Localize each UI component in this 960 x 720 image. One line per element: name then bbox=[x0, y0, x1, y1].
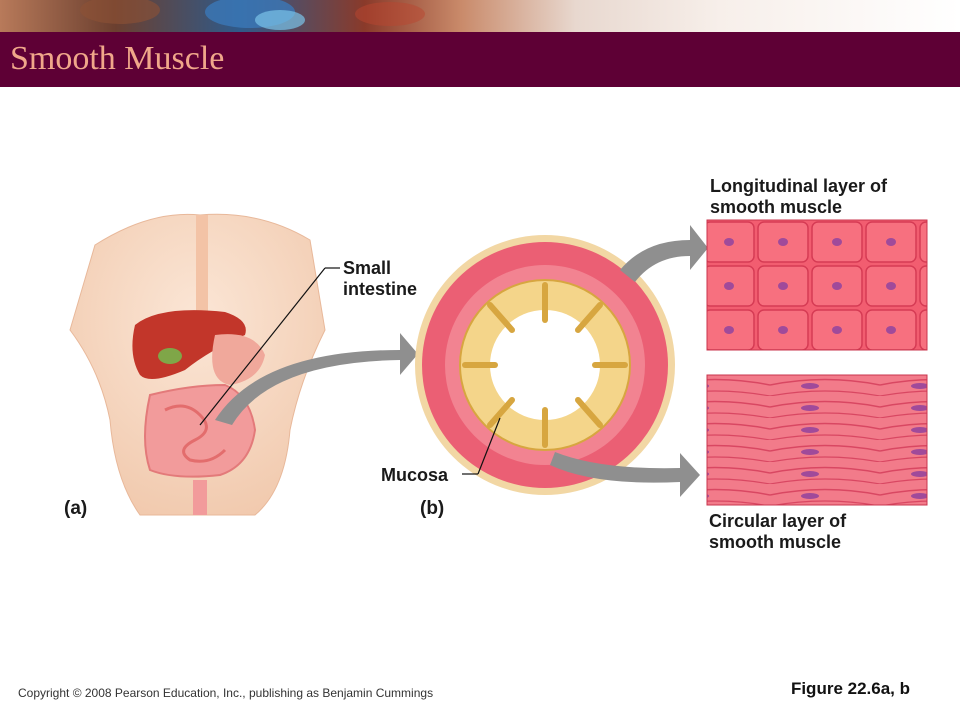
label-circular-layer: Circular layer of smooth muscle bbox=[709, 511, 847, 552]
label-mucosa: Mucosa bbox=[381, 465, 449, 485]
label-panel-b: (b) bbox=[420, 498, 445, 519]
figure-reference: Figure 22.6a, b bbox=[790, 679, 910, 698]
title-bar bbox=[0, 32, 960, 87]
copyright-notice: Copyright © 2008 Pearson Education, Inc.… bbox=[18, 686, 434, 700]
circular-muscle-tissue bbox=[706, 374, 928, 506]
slide-title: Smooth Muscle bbox=[10, 40, 225, 77]
torso-illustration bbox=[69, 213, 326, 516]
intestine-cross-section bbox=[415, 235, 675, 495]
mucosa-pointer-diag bbox=[477, 417, 501, 475]
label-panel-a: (a) bbox=[64, 498, 88, 519]
small-intestine-pointer-diag bbox=[199, 267, 326, 426]
stomach-illustration bbox=[212, 334, 265, 385]
arrow-to-circular bbox=[550, 452, 700, 497]
liver-illustration bbox=[132, 310, 246, 379]
arrow-to-cross-section bbox=[215, 333, 418, 425]
longitudinal-muscle-tissue bbox=[706, 219, 928, 351]
label-small-intestine: Small intestine bbox=[343, 258, 418, 299]
label-longitudinal-layer: Longitudinal layer of smooth muscle bbox=[710, 176, 888, 217]
top-banner-image bbox=[0, 0, 960, 32]
arrow-to-longitudinal bbox=[620, 225, 708, 282]
